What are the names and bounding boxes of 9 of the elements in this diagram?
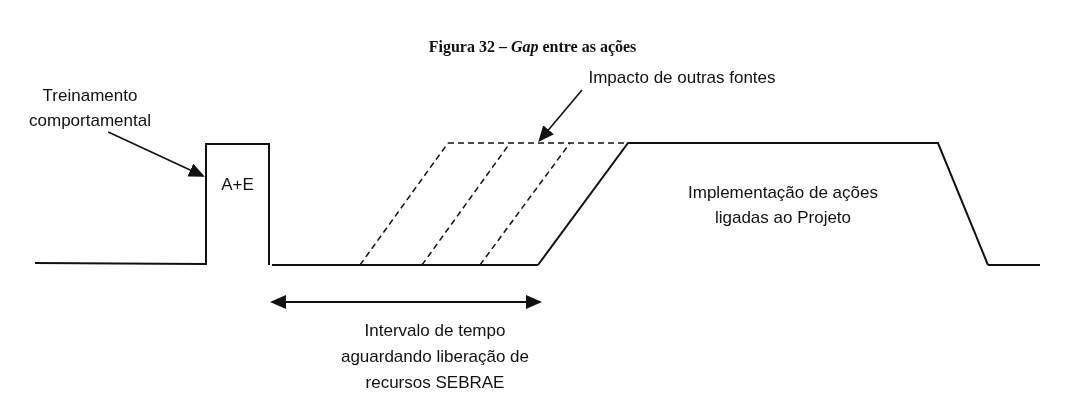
pulse-box [205,143,270,265]
annotation-text: Impacto de outras fontes [587,66,777,89]
interval-label: Intervalo de tempo aguardando liberação de recursos SEBRAE [339,320,531,394]
node-label: Implementação de ações ligadas ao Projeto [687,182,879,229]
arrow [538,89,583,143]
figure-title: Figura 32 – Gap entre as ações [427,38,638,56]
arrow [107,131,205,177]
node-label: A+E [220,173,255,196]
annotation-text: Treinamento comportamental [28,85,152,132]
